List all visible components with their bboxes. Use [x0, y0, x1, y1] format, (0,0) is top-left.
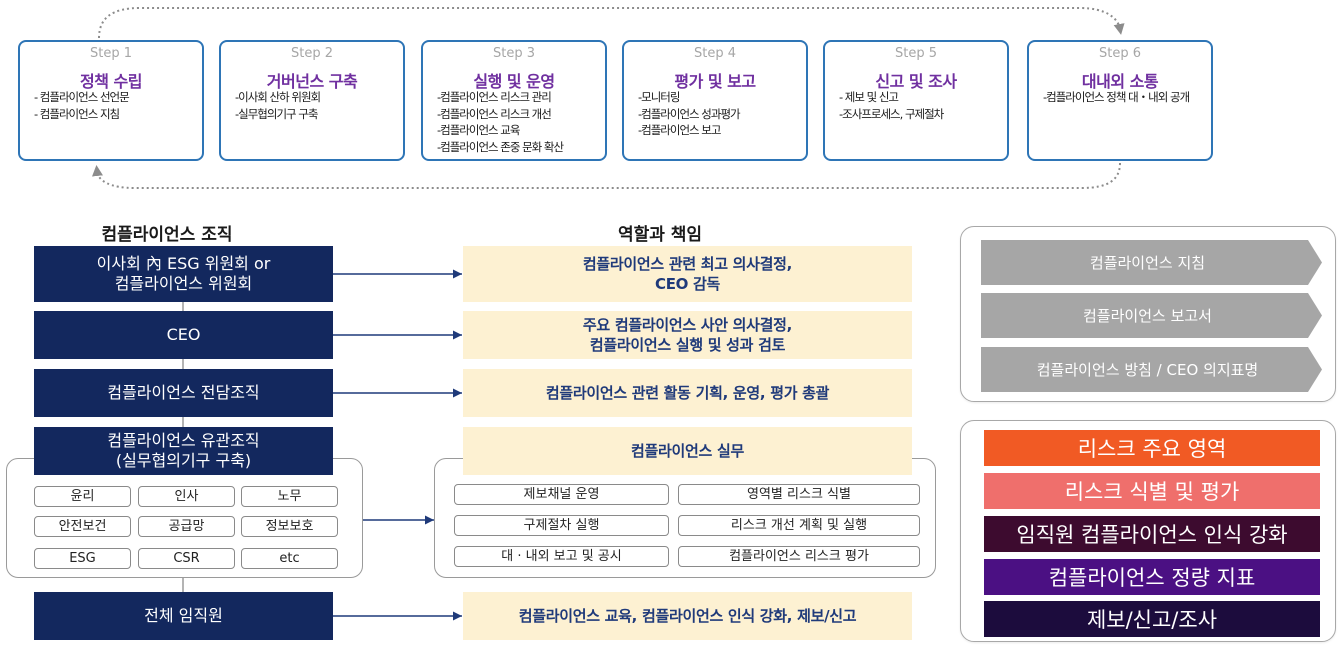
org-box-line: 컴플라이언스 전담조직 [107, 383, 260, 402]
step-title: 신고 및 조사 [875, 72, 957, 91]
step-item-list: -이사회 산하 위원회 -실무협의기구 구축 [235, 89, 399, 122]
risk-bar: 리스크 주요 영역 [984, 430, 1320, 466]
step-title: 대내외 소통 [1081, 72, 1159, 91]
step-title: 거버넌스 구축 [266, 72, 358, 91]
step-card-3: Step 3 실행 및 운영 -컴플라이언스 리스크 관리 -컴플라이언스 리스… [421, 40, 607, 161]
practice-task: 영역별 리스크 식별 [678, 484, 920, 505]
step-title: 실행 및 운영 [473, 72, 555, 91]
practice-task: 제보채널 운영 [454, 484, 669, 505]
role-line: 컴플라이언스 실무 [631, 442, 744, 460]
org-dedicated-team: 컴플라이언스 전담조직 [34, 369, 333, 417]
org-box-line: CEO [166, 325, 201, 344]
step-card-4: Step 4 평가 및 보고 -모니터링 -컴플라이언스 성과평가 -컴플라이언… [622, 40, 808, 161]
org-box-line: (실무협의기구 구축) [115, 451, 252, 470]
related-unit: 인사 [138, 486, 235, 507]
step-card-5: Step 5 신고 및 조사 - 제보 및 신고 -조사프로세스, 구제절차 [823, 40, 1009, 161]
org-all-employees: 전체 임직원 [34, 592, 333, 640]
org-box-line: 이사회 內 ESG 위원회 or [96, 254, 271, 273]
step-item: -조사프로세스, 구제절차 [839, 106, 944, 121]
related-unit: 정보보호 [241, 516, 338, 537]
related-unit: CSR [138, 548, 235, 569]
step-item: - 제보 및 신고 [839, 90, 899, 104]
related-unit: 윤리 [34, 486, 131, 507]
risk-bar: 컴플라이언스 정량 지표 [984, 559, 1320, 595]
org-box-line: 컴플라이언스 유관조직 [107, 431, 260, 450]
org-box-line: 전체 임직원 [144, 606, 223, 625]
step-label: Step 5 [894, 46, 937, 61]
org-related-team: 컴플라이언스 유관조직 (실무협의기구 구축) [34, 427, 333, 475]
role-ceo: 주요 컴플라이언스 사안 의사결정, 컴플라이언스 실행 및 성과 검토 [463, 311, 912, 359]
risk-bar: 제보/신고/조사 [984, 601, 1320, 637]
step-item: -컴플라이언스 정책 대・내외 공개 [1043, 90, 1190, 104]
risk-bar: 임직원 컴플라이언스 인식 강화 [984, 516, 1320, 552]
step-card-6: Step 6 대내외 소통 -컴플라이언스 정책 대・내외 공개 [1027, 40, 1213, 161]
practice-task: 대 · 내외 보고 및 공시 [454, 546, 669, 567]
step-item: - 컴플라이언스 선언문 [34, 90, 130, 104]
step-item: - 컴플라이언스 지침 [34, 106, 120, 121]
step-item: -컴플라이언스 리스크 개선 [437, 106, 552, 121]
step-item: -모니터링 [638, 90, 680, 104]
step-title: 평가 및 보고 [674, 72, 756, 91]
related-unit: 공급망 [138, 516, 235, 537]
step-label: Step 1 [89, 46, 132, 61]
role-dedicated-team: 컴플라이언스 관련 활동 기획, 운영, 평가 총괄 [463, 369, 912, 417]
roles-header: 역할과 책임 [617, 225, 703, 245]
org-board-committee: 이사회 內 ESG 위원회 or 컴플라이언스 위원회 [34, 246, 333, 302]
step-label: Step 2 [290, 46, 333, 61]
risk-bar: 리스크 식별 및 평가 [984, 473, 1320, 509]
step-item: -컴플라이언스 성과평가 [638, 106, 741, 121]
step-title: 정책 수립 [80, 72, 142, 91]
practice-task: 컴플라이언스 리스크 평가 [678, 546, 920, 567]
role-line: 컴플라이언스 교육, 컴플라이언스 인식 강화, 제보/신고 [518, 607, 857, 625]
role-all-employees: 컴플라이언스 교육, 컴플라이언스 인식 강화, 제보/신고 [463, 592, 912, 640]
org-box-line: 컴플라이언스 위원회 [114, 274, 253, 293]
step-item-list: -컴플라이언스 정책 대・내외 공개 [1043, 89, 1207, 106]
step-item: -컴플라이언스 존중 문화 확산 [437, 139, 564, 154]
step-item-list: - 컴플라이언스 선언문 - 컴플라이언스 지침 [34, 89, 198, 122]
step-card-2: Step 2 거버넌스 구축 -이사회 산하 위원회 -실무협의기구 구축 [219, 40, 405, 161]
role-line: CEO 감독 [654, 275, 721, 293]
role-line: 컴플라이언스 실행 및 성과 검토 [589, 336, 786, 354]
step-card-1: Step 1 정책 수립 - 컴플라이언스 선언문 - 컴플라이언스 지침 [18, 40, 204, 161]
related-unit: 안전보건 [34, 516, 131, 537]
step-item: -이사회 산하 위원회 [235, 90, 321, 104]
step-item: -컴플라이언스 리스크 관리 [437, 90, 552, 104]
cycle-arrow-forward [98, 7, 1125, 39]
document-chevron: 컴플라이언스 지침 [981, 240, 1322, 285]
role-line: 컴플라이언스 관련 활동 기획, 운영, 평가 총괄 [545, 384, 830, 402]
practice-task: 구제절차 실행 [454, 515, 669, 536]
role-line: 주요 컴플라이언스 사안 의사결정, [582, 316, 793, 334]
step-item-list: -컴플라이언스 리스크 관리 -컴플라이언스 리스크 개선 -컴플라이언스 교육… [437, 89, 601, 155]
step-label: Step 3 [492, 46, 535, 61]
step-item: -컴플라이언스 교육 [437, 123, 520, 137]
cycle-arrows [92, 7, 1125, 189]
step-label: Step 6 [1098, 46, 1141, 61]
document-chevron: 컴플라이언스 보고서 [981, 293, 1322, 338]
document-chevron: 컴플라이언스 방침 / CEO 의지표명 [981, 347, 1322, 392]
step-item: -컴플라이언스 보고 [638, 123, 721, 137]
related-unit: 노무 [241, 486, 338, 507]
related-unit: etc [241, 548, 338, 569]
role-related-team: 컴플라이언스 실무 [463, 427, 912, 475]
related-unit: ESG [34, 548, 131, 569]
practice-task: 리스크 개선 계획 및 실행 [678, 515, 920, 536]
step-label: Step 4 [693, 46, 736, 61]
step-item: -실무협의기구 구축 [235, 106, 318, 121]
step-item-list: -모니터링 -컴플라이언스 성과평가 -컴플라이언스 보고 [638, 89, 802, 139]
step-item-list: - 제보 및 신고 -조사프로세스, 구제절차 [839, 89, 1003, 122]
org-ceo: CEO [34, 311, 333, 359]
role-board-committee: 컴플라이언스 관련 최고 의사결정, CEO 감독 [463, 246, 912, 302]
organization-header: 컴플라이언스 조직 [101, 225, 233, 245]
role-line: 컴플라이언스 관련 최고 의사결정, [582, 255, 793, 273]
cycle-arrow-return [92, 162, 1121, 189]
